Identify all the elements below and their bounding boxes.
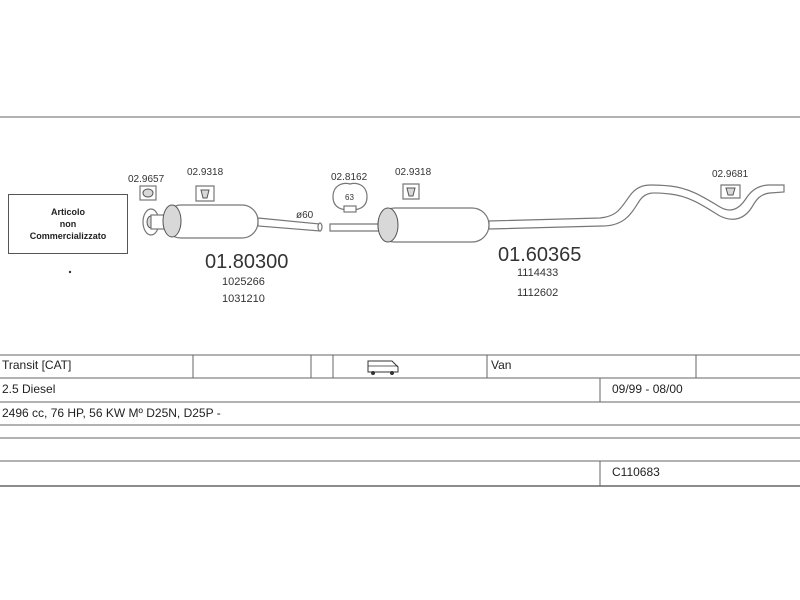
clamp-front-label: 02.9657 (128, 174, 165, 185)
clamp-front-icon (139, 185, 157, 201)
front-muffler-ref2: 1031210 (222, 293, 265, 305)
rear-muffler-ref2: 1112602 (517, 287, 558, 299)
not-commercialized-box: Articolo non Commercializzato (8, 194, 128, 254)
hanger-front-icon (195, 185, 215, 202)
clamp-mid-icon (332, 182, 368, 213)
front-section (142, 204, 323, 239)
not-commercialized-line3: Commercializzato (29, 231, 107, 241)
hanger-rear-label: 02.9681 (712, 169, 749, 180)
rear-tail-pipe (488, 184, 785, 230)
front-muffler-ref1: 1025266 (222, 276, 265, 288)
vehicle-engine: 2.5 Diesel (2, 382, 56, 396)
rear-section (329, 184, 785, 243)
rear-muffler-code: 01.60365 (498, 244, 581, 266)
vehicle-table-grid (0, 354, 800, 487)
hanger-mid-icon (402, 183, 420, 200)
front-muffler-code: 01.80300 (205, 251, 288, 273)
dot-mark (68, 270, 72, 274)
hanger-front-label: 02.9318 (187, 167, 224, 178)
mid-pipe (329, 223, 386, 232)
vehicle-body-type: Van (491, 358, 512, 372)
hanger-mid-label: 02.9318 (395, 167, 432, 178)
vehicle-specs: 2496 cc, 76 HP, 56 KW Mº D25N, D25P - (2, 406, 221, 420)
rear-muffler-ref1: 1114433 (517, 267, 558, 279)
van-icon (367, 360, 399, 375)
clamp-mid-symbol: 63 (345, 193, 354, 202)
kit-code: C110683 (612, 465, 660, 479)
pipe-diameter-label: ø60 (296, 210, 314, 221)
not-commercialized-line1: Articolo (50, 207, 85, 217)
vehicle-years: 09/99 - 08/00 (612, 382, 683, 396)
vehicle-model: Transit [CAT] (2, 358, 72, 372)
clamp-mid-label: 02.8162 (331, 172, 368, 183)
not-commercialized-line2: non (59, 219, 77, 229)
hanger-rear-icon (720, 184, 741, 199)
